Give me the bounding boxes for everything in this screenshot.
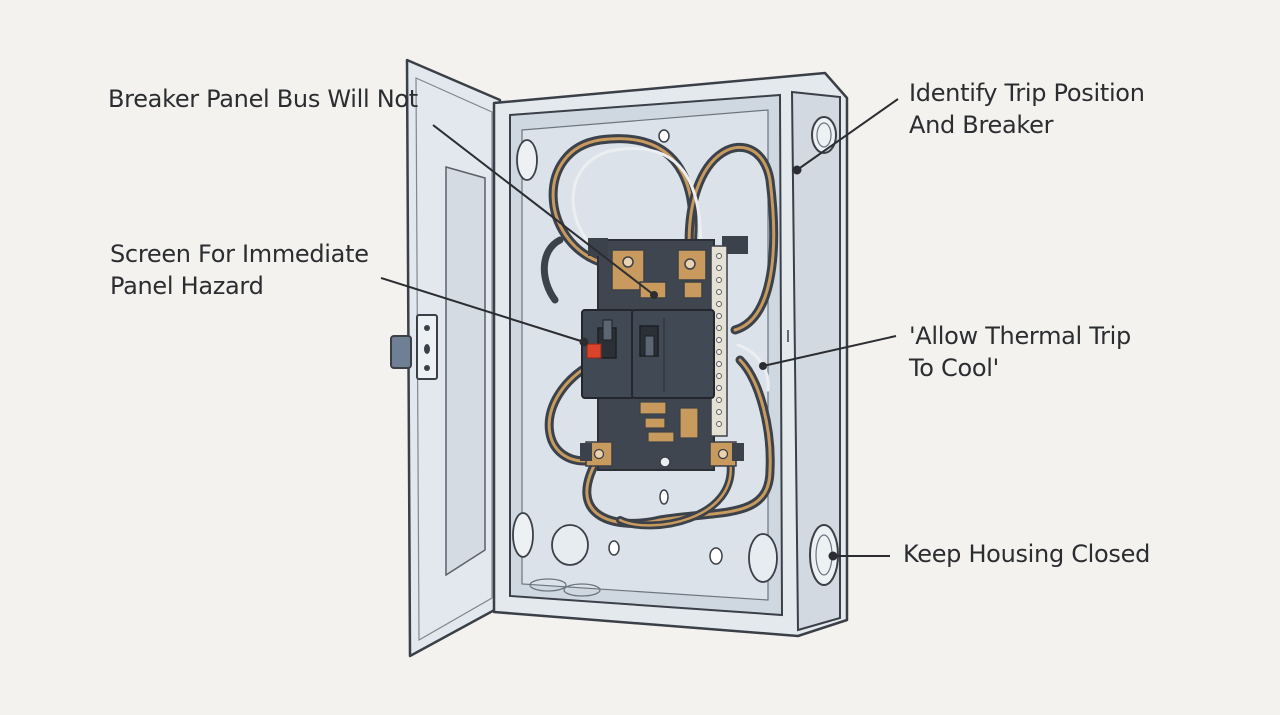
callout-thermal-trip: 'Allow Thermal Trip To Cool' (909, 320, 1131, 384)
callout-keep-closed-text: Keep Housing Closed (903, 540, 1151, 568)
leader-lines (380, 98, 899, 557)
breaker-tripped[interactable] (581, 309, 635, 399)
callout-panel-bus-text: Breaker Panel Bus Will Not (108, 85, 418, 113)
breaker-on[interactable] (631, 309, 715, 399)
callout-screen-hazard: Screen For Immediate Panel Hazard (110, 238, 369, 302)
leader-endpoints (579, 165, 838, 561)
wire-bundle (540, 134, 779, 530)
callout-identify-trip-line2: And Breaker (909, 111, 1054, 139)
panel-door (405, 58, 502, 658)
callout-keep-closed: Keep Housing Closed (903, 538, 1150, 570)
callout-thermal-trip-line2: To Cool' (909, 354, 999, 382)
door-latch-handle[interactable] (390, 314, 438, 380)
callout-screen-hazard-line1: Screen For Immediate (110, 240, 369, 268)
trip-indicator (586, 343, 602, 359)
callout-panel-bus: Breaker Panel Bus Will Not (108, 83, 418, 115)
callout-thermal-trip-line1: 'Allow Thermal Trip (909, 322, 1131, 350)
callout-identify-trip: Identify Trip Position And Breaker (909, 77, 1145, 141)
callout-screen-hazard-line2: Panel Hazard (110, 272, 264, 300)
callout-identify-trip-line1: Identify Trip Position (909, 79, 1145, 107)
